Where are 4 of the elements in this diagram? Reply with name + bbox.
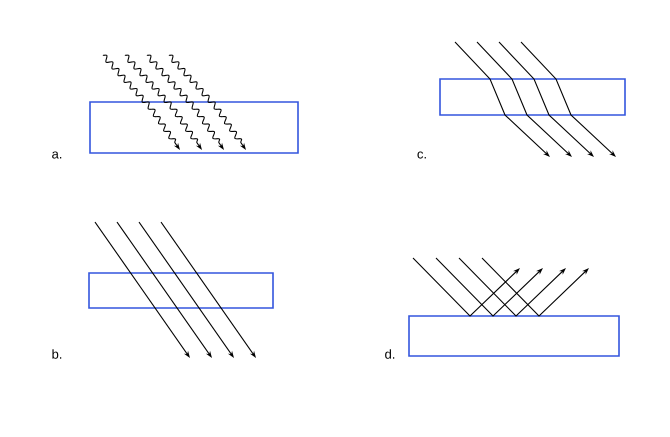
panel-label: c. [418,151,426,159]
panel-label: b. [52,349,62,359]
panel-label: a. [52,151,62,159]
panel-label: d. [385,349,394,359]
